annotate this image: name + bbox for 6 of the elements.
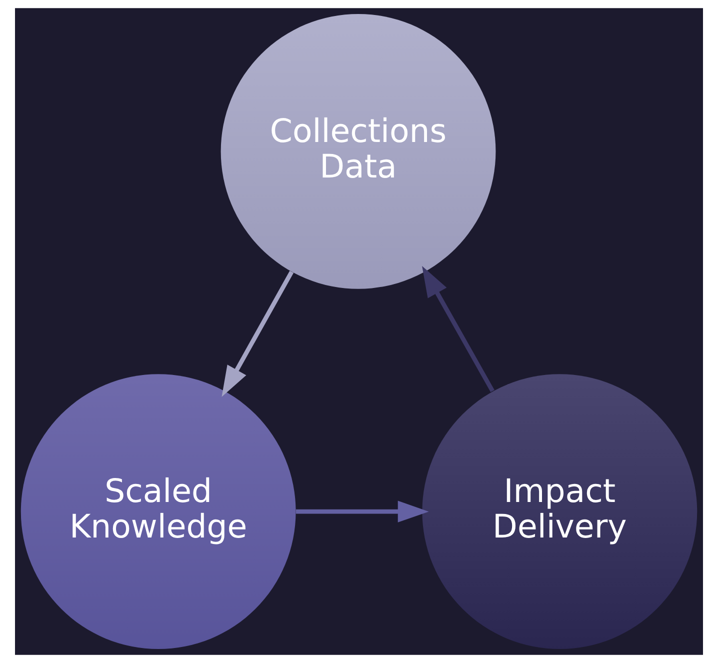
node-circle: Impact Delivery [422,374,698,650]
node-circle: Scaled Knowledge [20,374,296,650]
node-circle: Collections Data [220,14,496,289]
arrow [222,270,294,397]
arrow [422,266,494,392]
arrow [296,500,429,522]
